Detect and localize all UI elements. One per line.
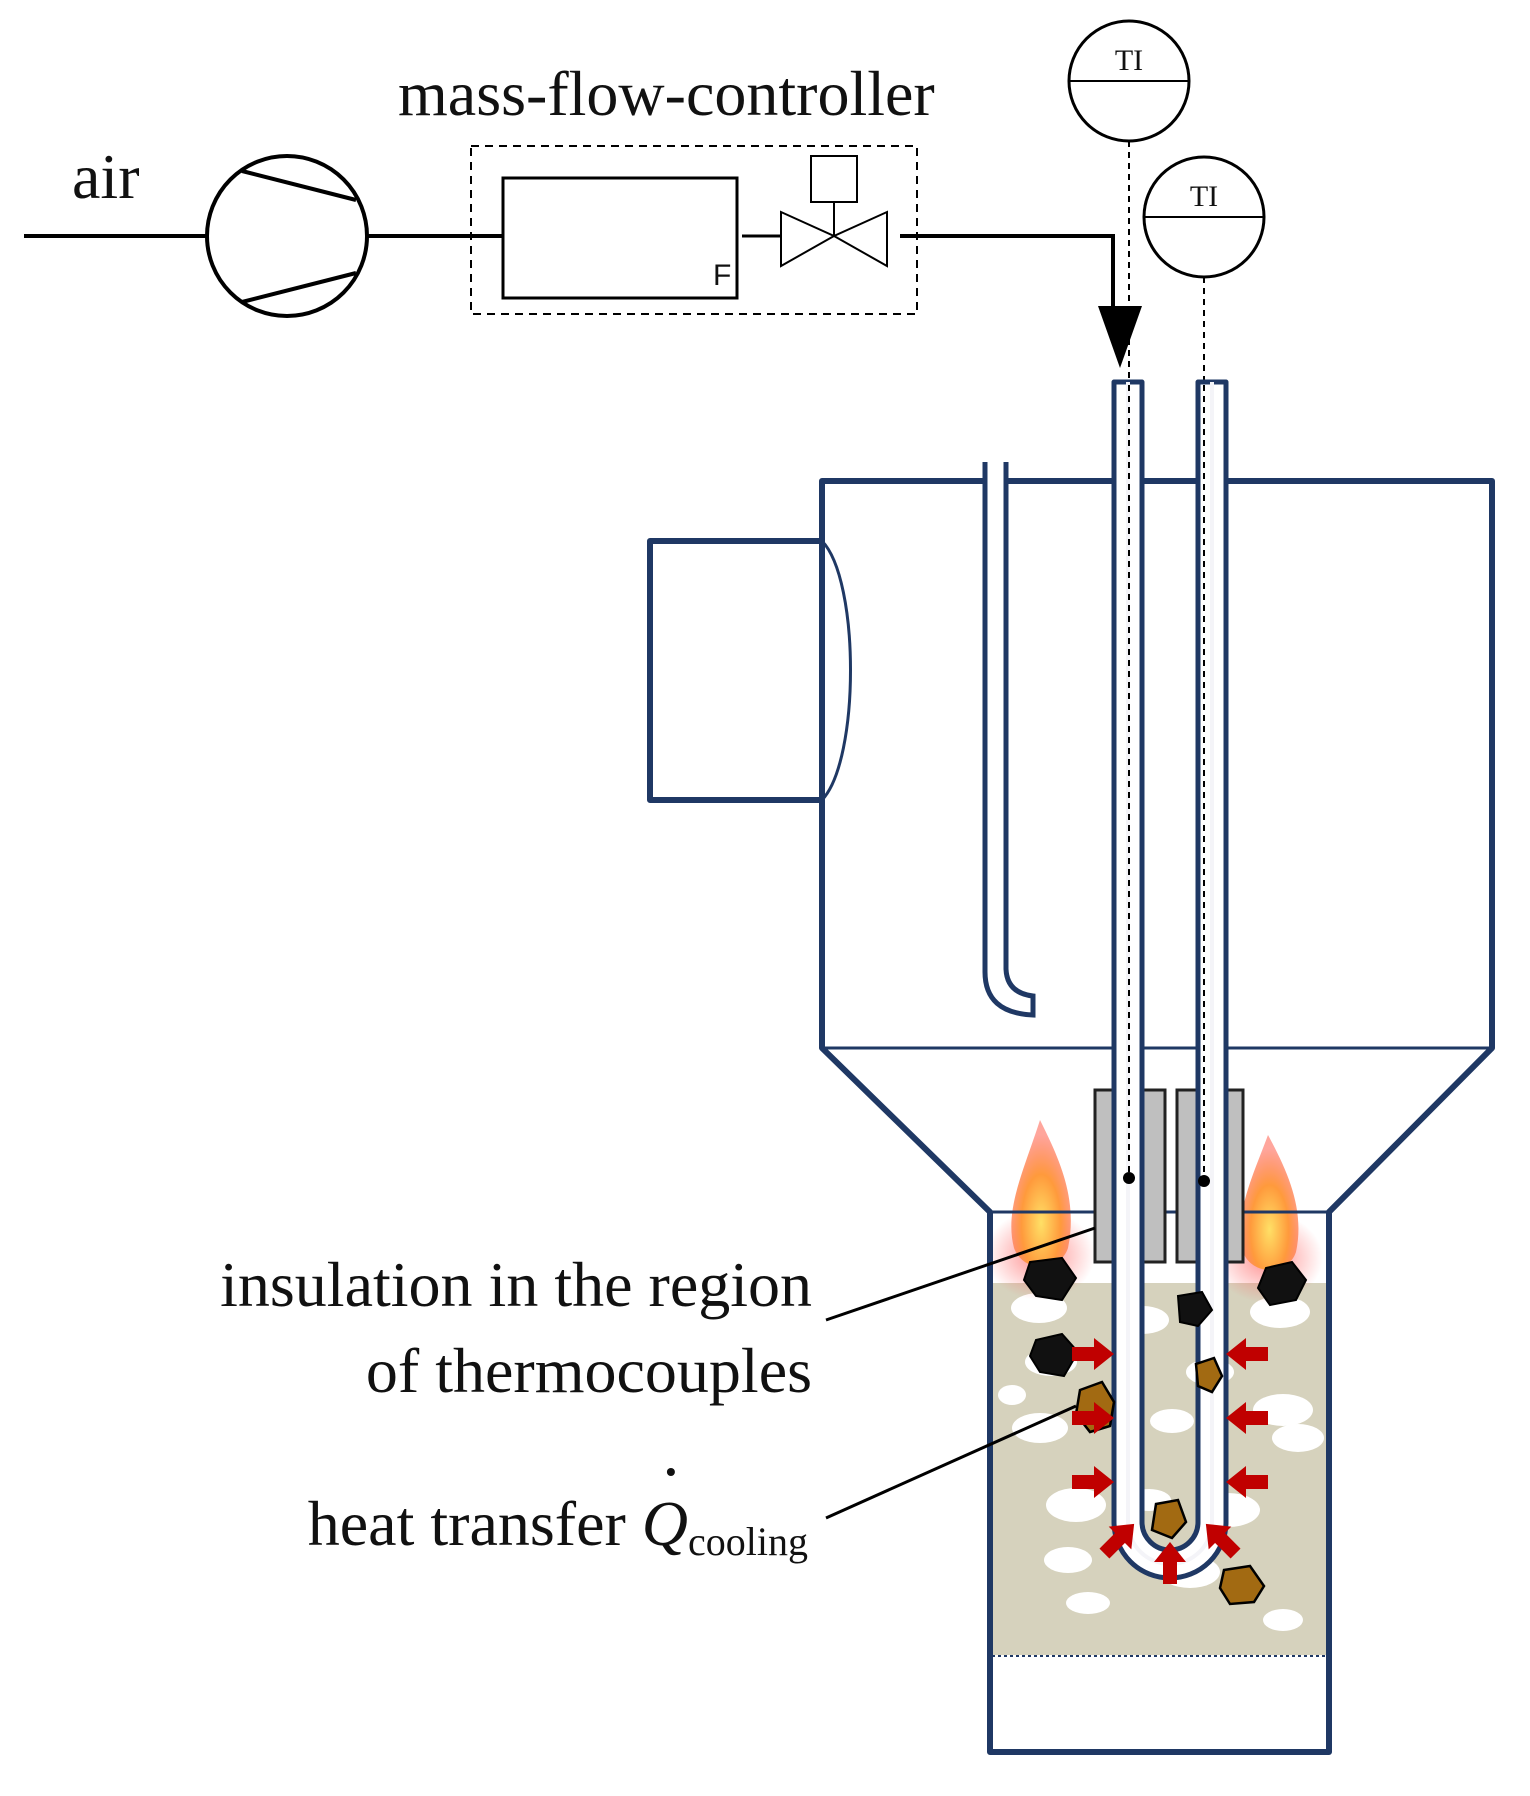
air-label: air: [72, 141, 140, 212]
mass-flow-controller-box: F: [470, 145, 918, 315]
flow-sensor-box: [501, 176, 739, 300]
insulation-label-line1: insulation in the region: [220, 1249, 812, 1320]
heat-transfer-leader-line: [825, 1404, 1077, 1520]
ti-label-2: TI: [1190, 180, 1218, 213]
mass-flow-controller-label: mass-flow-controller: [398, 58, 935, 129]
q-symbol: Q: [642, 1488, 688, 1559]
thermocouple-1: [1123, 385, 1135, 1184]
heat-transfer-text: heat transfer: [308, 1488, 626, 1559]
air-supply-line: [24, 234, 1142, 368]
dip-tube: [982, 462, 1036, 1018]
compressor-icon: [205, 154, 369, 318]
thermocouple-2: [1198, 385, 1210, 1187]
insulation-label-line2: of thermocouples: [366, 1335, 812, 1406]
ti-label-1: TI: [1115, 44, 1143, 77]
q-subscript: cooling: [688, 1519, 808, 1564]
flow-sensor-letter: F: [713, 259, 731, 292]
flow-arrow-icon: [1098, 306, 1142, 368]
valve-icon: [780, 155, 888, 268]
q-dot: [666, 1468, 675, 1476]
sight-glass: [820, 539, 852, 802]
char-particles: [1022, 1256, 1308, 1378]
temperature-indicator-1: TI: [1067, 19, 1191, 143]
insulation-leader-line: [825, 1226, 1096, 1322]
temperature-indicator-2: TI: [1142, 155, 1266, 279]
